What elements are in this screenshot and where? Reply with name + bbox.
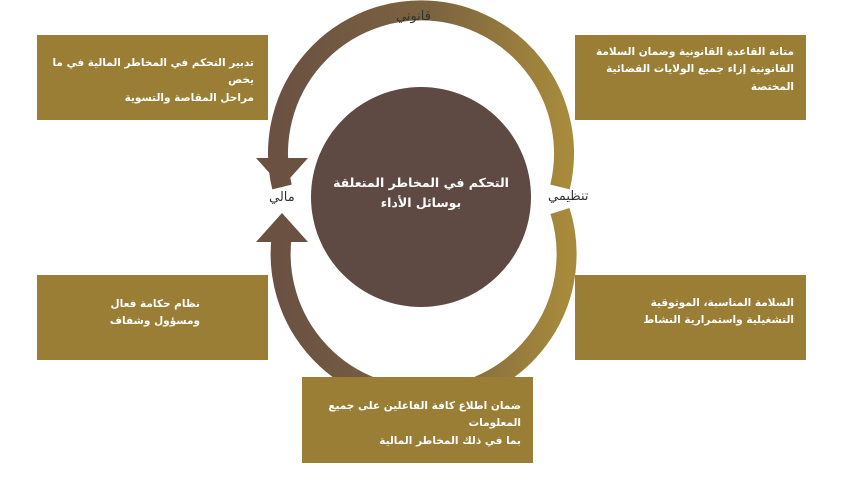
box-line: القانونية إزاء جميع الولايات القضائية [606, 63, 794, 76]
top-cycle-arc [268, 0, 574, 190]
operational-reliability-box: السلامة المناسبة، الموثوقية التشغيلية وا… [575, 275, 806, 360]
box-line: مراحل المقاصة والتسوية [124, 91, 254, 104]
governance-box: نظام حكامة فعال ومسؤول وشفاف [37, 275, 268, 360]
box-line: ضمان اطلاع كافة الفاعلين على جميع المعلو… [328, 400, 521, 430]
box-line: تدبير التحكم في المخاطر المالية في ما يخ… [52, 57, 254, 87]
bottom-arrowhead [256, 213, 308, 242]
center-title-line2: بوسائل الأداء [380, 195, 462, 210]
financial-risk-box: تدبير التحكم في المخاطر المالية في ما يخ… [37, 35, 268, 120]
legal-soundness-box: متانة القاعدة القانونية وضمان السلامة ال… [575, 35, 806, 120]
center-circle [311, 87, 531, 307]
box-line: نظام حكامة فعال [110, 298, 200, 310]
financial-label: مالي [269, 190, 295, 205]
box-line: بما في ذلك المخاطر المالية [379, 434, 521, 447]
box-line: المختصة [750, 80, 794, 93]
regulatory-label: تنظيمي [548, 189, 589, 204]
box-line: التشغيلية واستمرارية النشاط [643, 314, 794, 327]
box-line: ومسؤول وشفاف [109, 315, 200, 328]
transparency-box: ضمان اطلاع كافة الفاعلين على جميع المعلو… [302, 377, 533, 463]
box-line: متانة القاعدة القانونية وضمان السلامة [596, 46, 794, 58]
legal-label: قانوني [396, 9, 431, 24]
center-title-line1: التحكم في المخاطر المتعلقة [333, 175, 509, 190]
center-title: التحكم في المخاطر المتعلقة بوسائل الأداء [330, 173, 512, 213]
box-line: السلامة المناسبة، الموثوقية [650, 297, 794, 309]
top-arrowhead [256, 158, 308, 187]
